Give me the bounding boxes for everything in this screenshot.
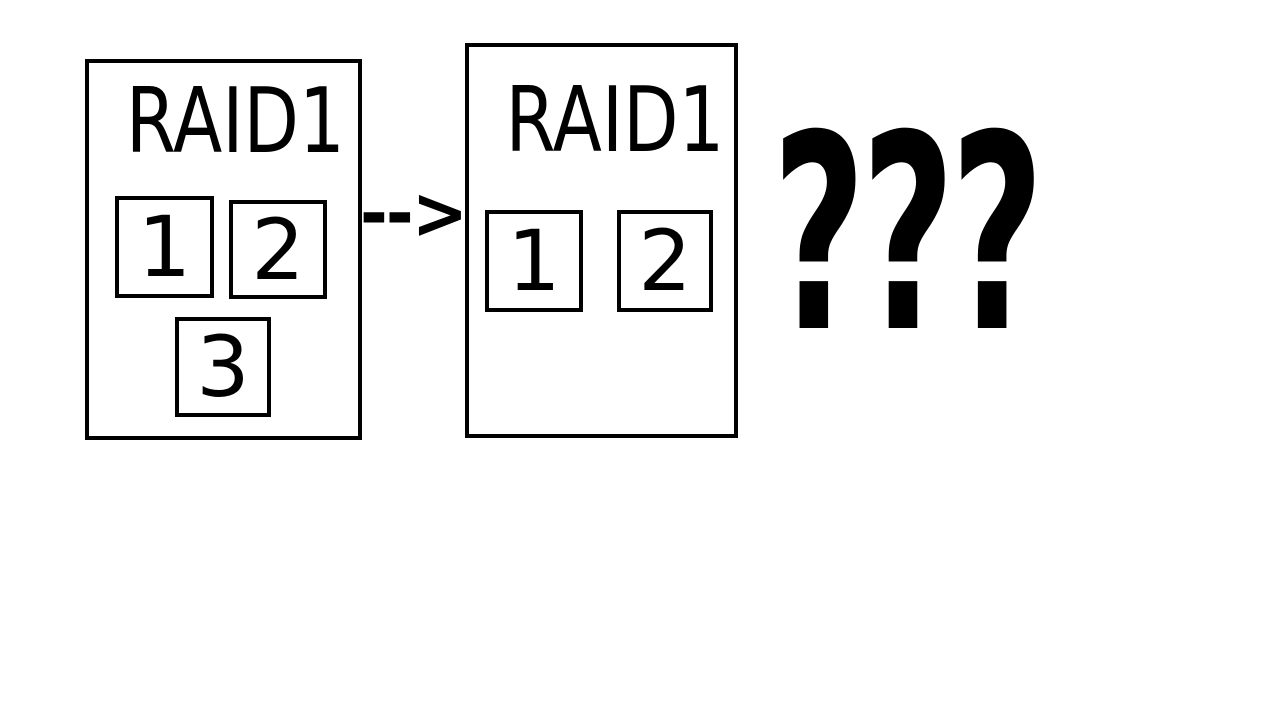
after-disk-1-label: 1	[507, 212, 561, 310]
raid1-after-box: RAID1 1 2	[465, 43, 738, 438]
before-disk-2: 2	[229, 200, 327, 299]
raid1-before-label: RAID1	[125, 69, 345, 174]
before-disk-1-label: 1	[137, 198, 192, 296]
question-marks-text: ???	[772, 77, 1044, 392]
raid1-after-label: RAID1	[505, 68, 725, 173]
before-disk-2-label: 2	[251, 200, 305, 299]
raid1-before-box: RAID1 1 2 3	[85, 59, 362, 440]
after-disk-1: 1	[485, 210, 583, 312]
transition-arrow: -->	[360, 171, 468, 255]
after-disk-2-label: 2	[638, 212, 692, 310]
after-disk-2: 2	[617, 210, 713, 312]
before-disk-3-label: 3	[196, 318, 250, 416]
before-disk-3: 3	[175, 317, 271, 417]
before-disk-1: 1	[115, 196, 214, 298]
